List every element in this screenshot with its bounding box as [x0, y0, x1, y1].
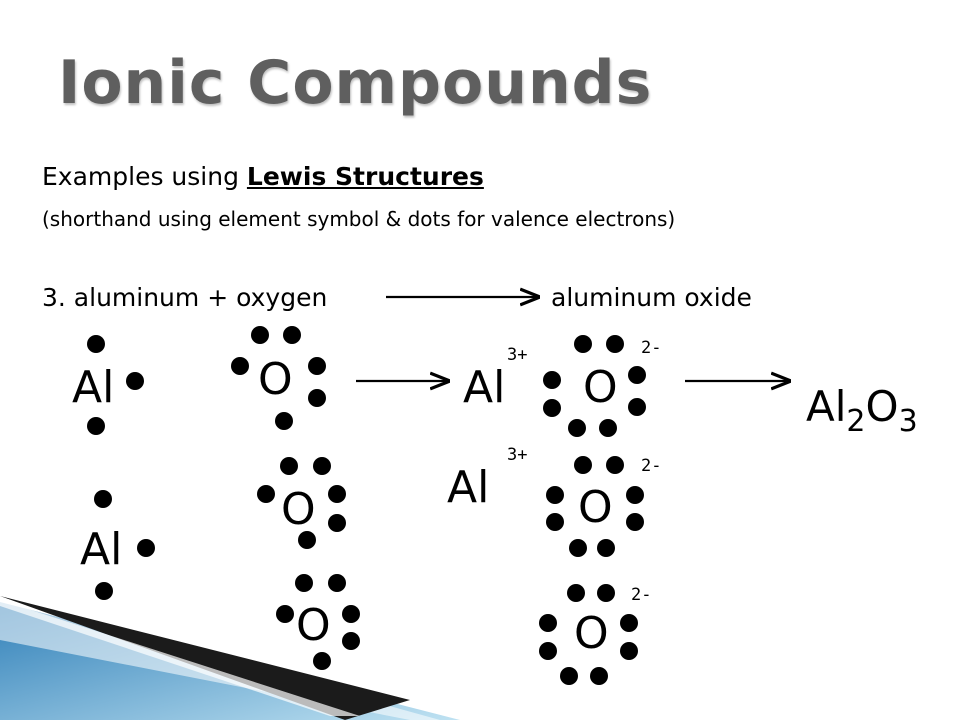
- oxide-ion-3-electron-dot-5: [539, 642, 557, 660]
- aluminum-ion-2-symbol: Al: [447, 462, 490, 513]
- o-atom-2-electron-dot-2: [313, 457, 331, 475]
- oxide-ion-1-electron-dot-2: [606, 335, 624, 353]
- oxide-ion-1-electron-dot-1: [574, 335, 592, 353]
- page-title: Ionic Compounds: [58, 48, 653, 118]
- o-atom-2-electron-dot-6: [298, 531, 316, 549]
- oxide-ion-3-electron-dot-2: [597, 584, 615, 602]
- formula-subscript-1: 2: [846, 404, 866, 439]
- aluminum-atom-2-symbol: Al: [80, 524, 123, 575]
- o-atom-3-electron-dot-5: [342, 632, 360, 650]
- oxide-ion-3-electron-dot-1: [567, 584, 585, 602]
- aluminum-oxide-formula: Al2O3: [806, 386, 918, 437]
- oxygen-atom-2-symbol: O: [281, 484, 316, 535]
- reactants-label: 3. aluminum + oxygen: [42, 283, 328, 312]
- al-atom-1-electron-dot-2: [126, 372, 144, 390]
- oxygen-atom-1-symbol: O: [258, 354, 293, 405]
- formula-subscript-2: 3: [898, 404, 918, 439]
- oxide-ion-2-electron-dot-7: [569, 539, 587, 557]
- aluminum-ion-2-charge: 3+: [507, 445, 528, 465]
- aluminum-atom-1-symbol: Al: [72, 362, 115, 413]
- oxide-ion-2-electron-dot-1: [574, 456, 592, 474]
- oxide-ion-3-electron-dot-4: [620, 614, 638, 632]
- al-atom-1-electron-dot-3: [87, 417, 105, 435]
- oxide-ion-2-electron-dot-3: [546, 486, 564, 504]
- o-atom-3-electron-dot-1: [295, 574, 313, 592]
- oxide-ion-1-electron-dot-5: [543, 399, 561, 417]
- electron-dots: [87, 326, 646, 685]
- oxide-ion-3-symbol: O: [574, 608, 609, 659]
- intro-line: Examples using Lewis Structures: [42, 162, 484, 191]
- oxide-ion-2-charge: 2-: [641, 456, 662, 476]
- al-atom-2-electron-dot-3: [95, 582, 113, 600]
- o-atom-1-electron-dot-6: [275, 412, 293, 430]
- oxide-ion-1-electron-dot-3: [543, 371, 561, 389]
- oxide-ion-3-electron-dot-8: [590, 667, 608, 685]
- o-atom-3-electron-dot-6: [313, 652, 331, 670]
- intro-prefix: Examples using: [42, 162, 247, 191]
- oxide-ion-1-symbol: O: [583, 362, 618, 413]
- o-atom-1-electron-dot-4: [308, 357, 326, 375]
- o-atom-2-electron-dot-4: [328, 485, 346, 503]
- oxide-ion-2-electron-dot-2: [606, 456, 624, 474]
- al-atom-2-electron-dot-1: [94, 490, 112, 508]
- o-atom-1-electron-dot-2: [283, 326, 301, 344]
- o-atom-2-electron-dot-3: [257, 485, 275, 503]
- oxide-ion-3-electron-dot-6: [620, 642, 638, 660]
- oxide-ion-2-electron-dot-6: [626, 513, 644, 531]
- oxide-ion-1-electron-dot-7: [568, 419, 586, 437]
- oxide-ion-1-electron-dot-6: [628, 398, 646, 416]
- oxide-ion-3-electron-dot-3: [539, 614, 557, 632]
- o-atom-1-electron-dot-3: [231, 357, 249, 375]
- o-atom-3-electron-dot-3: [276, 605, 294, 623]
- lewis-structures-label: Lewis Structures: [246, 162, 484, 191]
- oxide-ion-3-electron-dot-7: [560, 667, 578, 685]
- aluminum-ion-1-symbol: Al: [463, 362, 506, 413]
- oxide-ion-3-charge: 2-: [631, 585, 652, 605]
- oxide-ion-2-electron-dot-8: [597, 539, 615, 557]
- product-label: aluminum oxide: [551, 283, 752, 312]
- al-atom-1-electron-dot-1: [87, 335, 105, 353]
- o-atom-2-electron-dot-1: [280, 457, 298, 475]
- oxide-ion-1-electron-dot-8: [599, 419, 617, 437]
- o-atom-3-electron-dot-2: [328, 574, 346, 592]
- oxide-ion-2-electron-dot-5: [546, 513, 564, 531]
- formula-element-2: O: [865, 382, 899, 431]
- decor-dark-band: [0, 596, 410, 720]
- oxide-ion-1-electron-dot-4: [628, 366, 646, 384]
- formula-element-1: Al: [806, 382, 847, 431]
- o-atom-1-electron-dot-1: [251, 326, 269, 344]
- o-atom-2-electron-dot-5: [328, 514, 346, 532]
- o-atom-1-electron-dot-5: [308, 389, 326, 407]
- aluminum-ion-1-charge: 3+: [507, 345, 528, 365]
- oxygen-atom-3-symbol: O: [296, 600, 331, 651]
- decor-highlight: [0, 600, 360, 716]
- oxide-ion-2-electron-dot-4: [626, 486, 644, 504]
- oxide-ion-1-charge: 2-: [641, 338, 662, 358]
- oxide-ion-2-symbol: O: [578, 482, 613, 533]
- shorthand-note: (shorthand using element symbol & dots f…: [42, 207, 676, 231]
- o-atom-3-electron-dot-4: [342, 605, 360, 623]
- al-atom-2-electron-dot-2: [137, 539, 155, 557]
